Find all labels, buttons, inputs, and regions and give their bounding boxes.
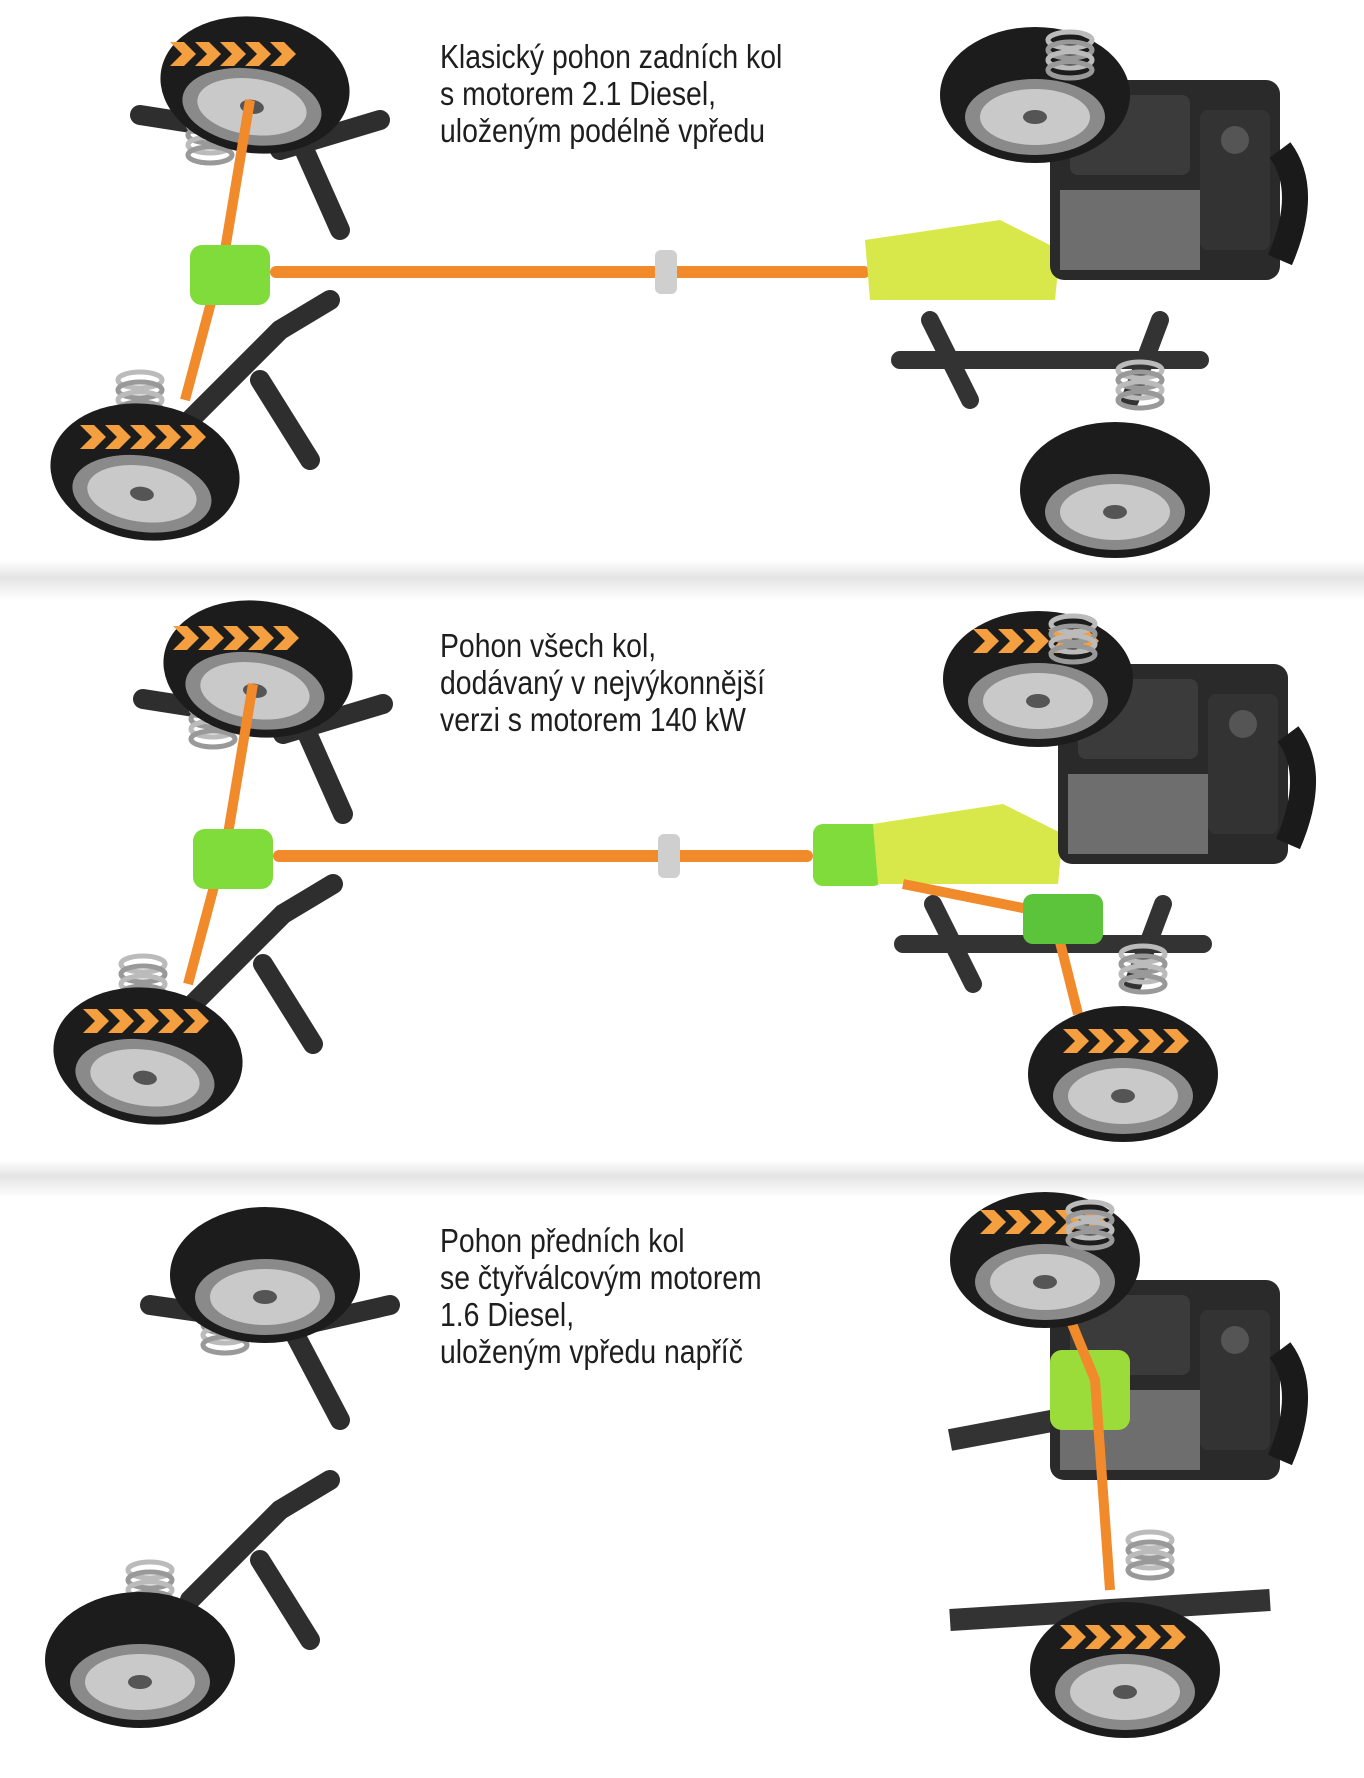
front-right-tire — [1020, 422, 1210, 558]
rear-differential — [190, 245, 270, 305]
caption-line: s motorem 2.1 Diesel, — [440, 75, 717, 112]
caption-line: Klasický pohon zadních kol — [440, 38, 783, 75]
rear-right-tire — [45, 1592, 235, 1728]
front-differential — [1023, 894, 1103, 944]
caption-rear-wheel-drive: Klasický pohon zadních kol s motorem 2.1… — [440, 38, 782, 149]
caption-line: uloženým vpředu napříč — [440, 1333, 743, 1370]
caption-line: Pohon předních kol — [440, 1222, 685, 1259]
front-left-tire — [940, 27, 1130, 163]
caption-line: se čtyřválcovým motorem — [440, 1259, 762, 1296]
caption-line: Pohon všech kol, — [440, 627, 657, 664]
rear-left-tire — [170, 1207, 360, 1343]
driveshaft — [270, 266, 870, 278]
rear-right-tire — [44, 975, 252, 1137]
driveshaft — [273, 850, 813, 862]
center-bearing — [655, 250, 677, 294]
rear-differential — [193, 829, 273, 889]
rear-right-tire — [41, 391, 249, 553]
front-left-tire — [943, 611, 1133, 747]
gearbox — [865, 220, 1060, 300]
panel-rear-wheel-drive — [41, 4, 1295, 558]
panel-all-wheel-drive — [44, 588, 1303, 1142]
transfer-case — [813, 824, 883, 886]
caption-all-wheel-drive: Pohon všech kol, dodávaný v nejvýkonnějš… — [440, 627, 765, 738]
transverse-gearbox — [1050, 1350, 1130, 1430]
caption-line: verzi s motorem 140 kW — [440, 701, 746, 738]
caption-line: uloženým podélně vpředu — [440, 112, 766, 149]
caption-front-wheel-drive: Pohon předních kol se čtyřválcovým motor… — [440, 1222, 762, 1370]
caption-line: dodávaný v nejvýkonnější — [440, 664, 765, 701]
gearbox — [873, 804, 1063, 884]
caption-line: 1.6 Diesel, — [440, 1296, 575, 1333]
front-right-tire — [1028, 1006, 1218, 1142]
panel-front-wheel-drive — [45, 1192, 1295, 1738]
front-right-tire — [1030, 1602, 1220, 1738]
